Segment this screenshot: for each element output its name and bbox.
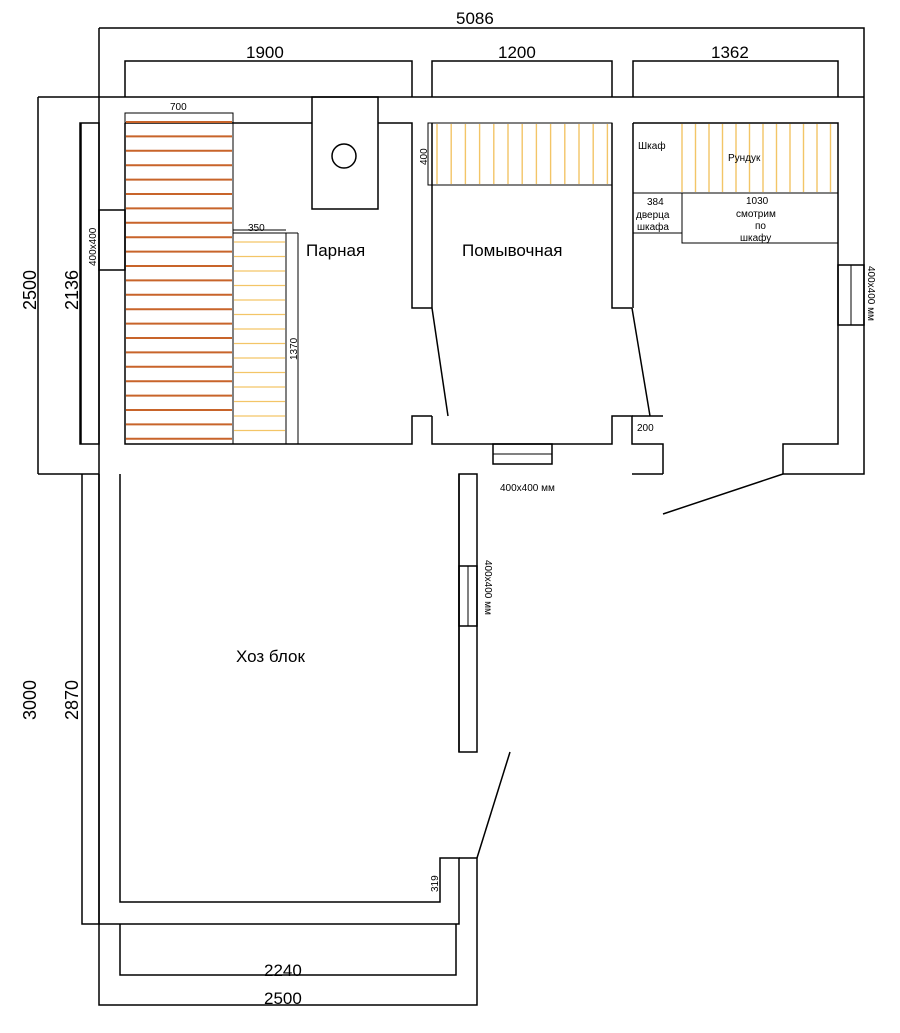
room-wash-label: Помывочная xyxy=(462,241,562,260)
dim-bottom-inner: 2240 xyxy=(264,961,302,980)
bottom-window: 400x400 мм xyxy=(492,443,555,494)
utility-window: 400x400 мм xyxy=(458,560,493,627)
exit-door xyxy=(662,473,784,515)
dim-right-width: 1362 xyxy=(711,43,749,62)
utility-walls: 319 xyxy=(81,473,511,925)
dim-steam-width: 1900 xyxy=(246,43,284,62)
cabinet-label: Шкаф xyxy=(638,140,666,152)
wash-bench: 400 xyxy=(419,122,613,186)
steam-window-label: 400x400 xyxy=(88,227,99,266)
wash-door-right xyxy=(631,307,651,417)
chimney-icon xyxy=(331,143,357,169)
dim-height-left-outer: 2500 xyxy=(20,270,40,310)
wash-door-left xyxy=(431,307,449,417)
chest-note-2: по xyxy=(755,221,766,232)
cab-door-dim: 384 xyxy=(647,197,664,208)
upper-bench: 700 xyxy=(124,102,234,445)
wash-room-walls xyxy=(431,123,664,474)
cab-door-word: дверца xyxy=(636,210,670,221)
stove xyxy=(311,96,379,210)
chest-note-3: шкафу xyxy=(740,232,771,244)
cab-door-word2: шкафа xyxy=(637,221,669,233)
dim-total-width: 5086 xyxy=(456,9,494,28)
dim-height-lower-outer: 3000 xyxy=(20,680,40,720)
chest-dim: 1030 xyxy=(746,196,769,207)
bench-length-dim: 1370 xyxy=(289,337,300,360)
steam-window: 400x400 xyxy=(88,209,126,271)
bench-step-dim: 350 xyxy=(248,223,265,234)
chest-label: Рундук xyxy=(728,153,761,164)
cabinet-chest: Шкаф Рундук 384 дверца шкафа 1030 смотри… xyxy=(632,124,839,244)
dim-height-left-inner: 2136 xyxy=(62,270,82,310)
wash-bench-dim: 400 xyxy=(419,148,430,165)
room-steam-label: Парная xyxy=(306,241,365,260)
stub-dim: 319 xyxy=(430,875,441,892)
dim-height-lower-inner: 2870 xyxy=(62,680,82,720)
bottom-window-label: 400x400 мм xyxy=(500,483,555,494)
utility-door xyxy=(476,751,511,859)
door-small-dim: 200 xyxy=(637,423,654,434)
utility-window-label: 400x400 мм xyxy=(482,560,493,615)
dim-bottom-outer: 2500 xyxy=(264,989,302,1008)
bench-top-dim: 700 xyxy=(170,102,187,113)
chest-note-1: смотрим xyxy=(736,209,776,220)
room-utility-label: Хоз блок xyxy=(236,647,305,666)
lower-bench: 350 1370 xyxy=(232,223,300,445)
dim-wash-width: 1200 xyxy=(498,43,536,62)
bottom-frame xyxy=(119,924,457,976)
right-window-label: 400x400 мм xyxy=(865,266,876,321)
right-window: 400x400 мм xyxy=(837,264,876,326)
